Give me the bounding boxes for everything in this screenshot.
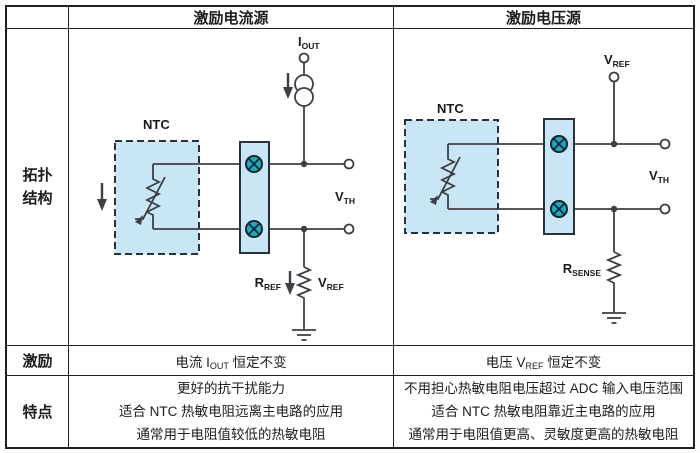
header-current-source-label: 激励电流源 <box>193 10 269 27</box>
excitation-voltage-cell: 电压 VREF 恒定不变 <box>394 346 693 376</box>
iout-label: IOUT <box>298 34 320 51</box>
feature-line: 更好的抗干扰能力 <box>177 381 285 396</box>
vref-terminal-icon <box>608 71 620 83</box>
thermistor-icon <box>135 164 166 229</box>
junction-dot-top <box>610 140 618 148</box>
feature-line: 适合 NTC 热敏电阻靠近主电路的应用 <box>431 404 656 419</box>
features-voltage-cell: 不用担心热敏电阻电压超过 ADC 输入电压范围 适合 NTC 热敏电阻靠近主电路… <box>394 376 693 447</box>
vref-label: VREF <box>318 275 344 292</box>
vth-terminal-bottom-icon <box>659 203 671 215</box>
row-label-excitation: 激励 <box>22 353 53 370</box>
rref-resistor-icon <box>295 266 313 330</box>
row-label-excitation-cell: 激励 <box>7 346 69 376</box>
excitation-current-text: 电流 IOUT 恒定不变 <box>175 354 287 371</box>
current-source-circuit-diagram: IOUT NTC <box>97 34 355 341</box>
topology-current-source-cell: IOUT NTC <box>69 29 394 346</box>
rref-arrow-icon <box>285 283 295 295</box>
comparison-table: 激励电流源 激励电压源 拓扑结构 IOUT NTC <box>5 5 695 449</box>
voltage-source-circuit-diagram: VREF NTC <box>404 52 671 324</box>
vth-terminal-top-icon <box>659 138 671 150</box>
current-arrow-icon <box>283 87 293 99</box>
ntc-box <box>114 140 200 255</box>
header-current-source-cell: 激励电流源 <box>69 7 394 29</box>
rsense-resistor-icon <box>605 251 623 313</box>
ground-icon <box>602 312 626 324</box>
ground-icon <box>292 329 316 341</box>
rref-label: RREF <box>255 275 281 292</box>
left-arrow-icon <box>97 199 107 211</box>
header-voltage-source-label: 激励电压源 <box>505 10 581 27</box>
thermistor-icon <box>430 144 461 209</box>
junction-dot-top <box>300 160 308 168</box>
current-source-icon <box>294 74 314 107</box>
features-voltage-list: 不用担心热敏电阻电压超过 ADC 输入电压范围 适合 NTC 热敏电阻靠近主电路… <box>394 377 693 446</box>
ntc-label: NTC <box>437 101 464 116</box>
switch-bottom-icon <box>245 220 263 238</box>
vref-source-label: VREF <box>604 52 630 69</box>
iout-terminal-icon <box>298 52 310 64</box>
row-label-features-cell: 特点 <box>7 376 69 447</box>
feature-line: 通常用于电阻值较低的热敏电阻 <box>136 427 326 442</box>
vth-terminal-top-icon <box>343 158 355 170</box>
ntc-box <box>404 119 499 234</box>
vth-label: VTH <box>649 168 669 185</box>
row-label-topology-cell: 拓扑结构 <box>7 29 69 346</box>
row-label-features: 特点 <box>22 404 53 421</box>
ntc-label: NTC <box>143 117 170 132</box>
header-voltage-source-cell: 激励电压源 <box>394 7 693 29</box>
switch-top-icon <box>245 155 263 173</box>
vth-terminal-bottom-icon <box>343 223 355 235</box>
features-current-list: 更好的抗干扰能力 适合 NTC 热敏电阻远离主电路的应用 通常用于电阻值较低的热… <box>69 377 393 446</box>
switch-top-icon <box>550 135 568 153</box>
feature-line: 通常用于电阻值更高、灵敏度更高的热敏电阻 <box>408 427 679 442</box>
topology-voltage-source-cell: VREF NTC <box>394 29 693 346</box>
features-current-cell: 更好的抗干扰能力 适合 NTC 热敏电阻远离主电路的应用 通常用于电阻值较低的热… <box>69 376 394 447</box>
vth-label: VTH <box>335 189 355 206</box>
rsense-label: RSENSE <box>563 261 602 278</box>
switch-bottom-icon <box>550 200 568 218</box>
feature-line: 适合 NTC 热敏电阻远离主电路的应用 <box>118 404 344 419</box>
feature-line: 不用担心热敏电阻电压超过 ADC 输入电压范围 <box>403 381 683 396</box>
excitation-current-cell: 电流 IOUT 恒定不变 <box>69 346 394 376</box>
header-corner-cell <box>7 7 69 29</box>
excitation-voltage-text: 电压 VREF 恒定不变 <box>485 354 602 371</box>
row-label-topology: 拓扑结构 <box>22 166 53 207</box>
